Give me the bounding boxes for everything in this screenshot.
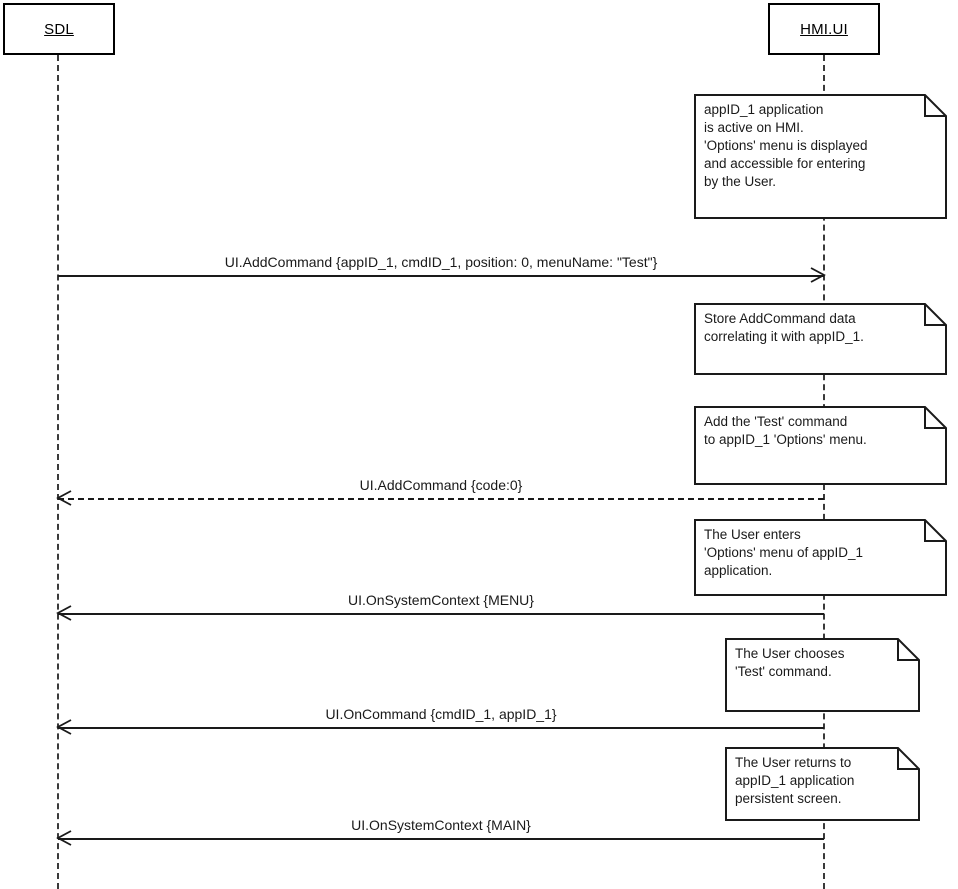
lifeline-title: HMI.UI xyxy=(800,20,848,38)
arrowhead-left-icon xyxy=(56,490,72,506)
note-text: The User enters 'Options' menu of appID_… xyxy=(704,527,864,578)
message-label: UI.AddCommand {appID_1, cmdID_1, positio… xyxy=(224,254,658,270)
lifeline-head-hmi_ui[interactable]: HMI.UI xyxy=(768,3,880,55)
lifeline-head-sdl[interactable]: SDL xyxy=(3,3,115,55)
note-6: The User returns to appID_1 application … xyxy=(725,747,920,821)
message-line xyxy=(58,498,824,500)
note-outline xyxy=(694,303,947,375)
message-line xyxy=(58,613,824,615)
note-text: Store AddCommand data correlating it wit… xyxy=(704,311,864,344)
note-4: The User enters 'Options' menu of appID_… xyxy=(694,519,947,596)
lifeline-sdl xyxy=(57,55,59,889)
note-text: The User returns to appID_1 application … xyxy=(735,755,855,806)
lifeline-title: SDL xyxy=(44,20,74,38)
note-2: Store AddCommand data correlating it wit… xyxy=(694,303,947,375)
arrowhead-left-icon xyxy=(56,719,72,735)
note-text: appID_1 application is active on HMI. 'O… xyxy=(704,102,868,189)
arrowhead-left-icon xyxy=(56,605,72,621)
note-outline xyxy=(694,94,947,219)
message-label: UI.AddCommand {code:0} xyxy=(359,477,523,493)
arrowhead-left-icon xyxy=(56,830,72,846)
note-outline xyxy=(725,747,920,821)
message-label: UI.OnSystemContext {MAIN} xyxy=(351,817,531,833)
message-line xyxy=(58,275,824,277)
note-outline xyxy=(725,638,920,712)
note-text: The User chooses 'Test' command. xyxy=(735,646,845,679)
note-outline xyxy=(694,519,947,596)
message-label: UI.OnCommand {cmdID_1, appID_1} xyxy=(325,706,557,722)
message-label: UI.OnSystemContext {MENU} xyxy=(348,592,534,608)
note-1: appID_1 application is active on HMI. 'O… xyxy=(694,94,947,219)
message-line xyxy=(58,727,824,729)
note-5: The User chooses 'Test' command. xyxy=(725,638,920,712)
arrowhead-right-icon xyxy=(810,267,826,283)
note-outline xyxy=(694,406,947,485)
message-line xyxy=(58,838,824,840)
note-text: Add the 'Test' command to appID_1 'Optio… xyxy=(704,414,867,447)
note-3: Add the 'Test' command to appID_1 'Optio… xyxy=(694,406,947,485)
